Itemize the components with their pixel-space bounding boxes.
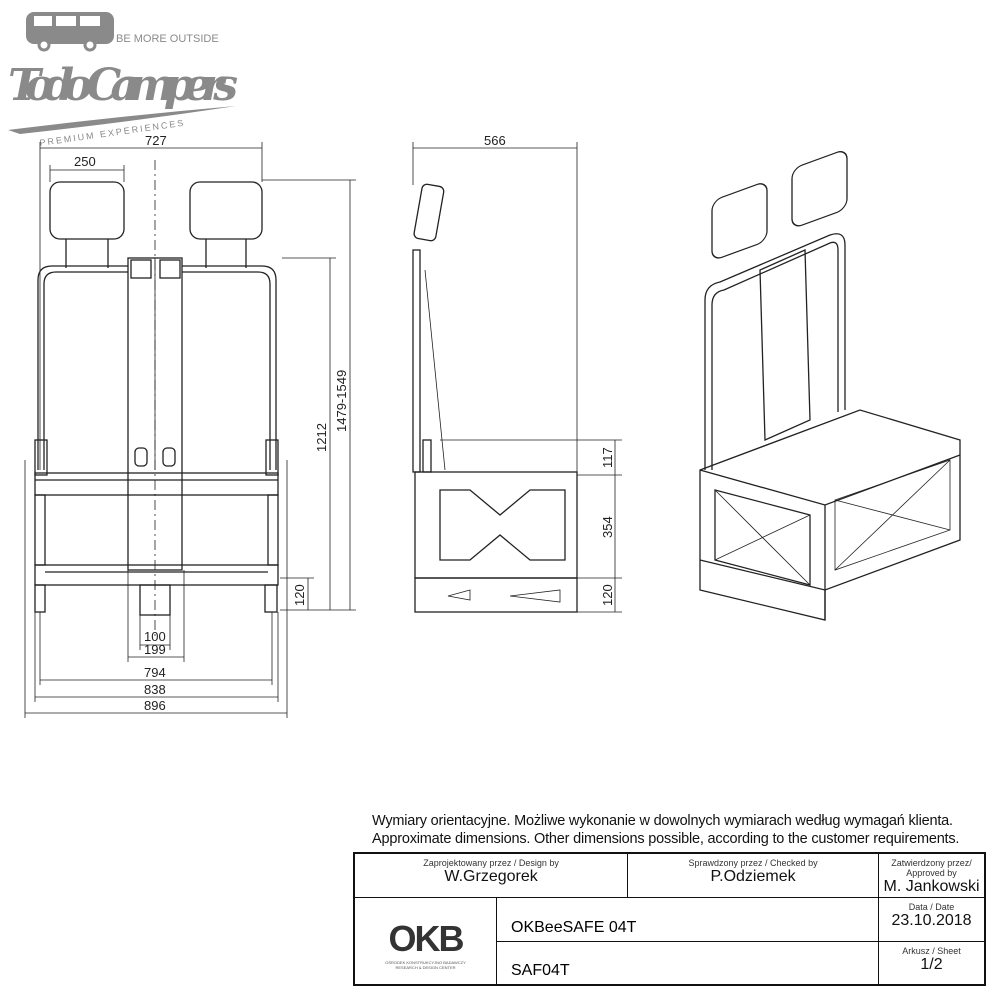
dim-727: 727 [145,133,167,148]
dim-838: 838 [144,682,166,697]
design-cell: Zaprojektowany przez / Design by W.Grzeg… [353,852,629,898]
okb-sub1: OŚRODEK KONSTRUKCYJNO BADAWCZY [385,959,466,965]
dim-794: 794 [144,665,166,680]
approved-value: M. Jankowski [883,878,980,895]
okb-logo-text: OKB [388,917,465,959]
dim-1212: 1212 [314,423,329,452]
sheet-label: Arkusz / Sheet [902,945,961,956]
title-block: Zaprojektowany przez / Design by W.Grzeg… [353,852,986,986]
dim-896: 896 [144,698,166,713]
headrest-left [49,181,125,240]
okb-logo: OKB OŚRODEK KONSTRUKCYJNO BADAWCZY RESEA… [353,896,497,986]
note-polish: Wymiary orientacyjne. Możliwe wykonanie … [372,813,953,829]
dim-117: 117 [600,447,615,468]
seat-crossbar [34,472,279,496]
dim-120-side: 120 [600,584,615,606]
date-cell: Data / Date 23.10.2018 [878,896,986,942]
design-label: Zaprojektowany przez / Design by [423,858,559,868]
checked-label: Sprawdzony przez / Checked by [688,858,818,868]
date-value: 23.10.2018 [891,911,972,929]
logo-swoosh [8,106,236,134]
front-view: 727 250 1479-1549 1212 120 100 199 794 8… [24,133,356,718]
date-label: Data / Date [908,901,955,912]
drawing-code: SAF04T [496,940,879,986]
headrest-right [189,181,263,240]
product-name: OKBeeSAFE 04T [496,896,879,942]
dim-100: 100 [144,629,166,644]
seat-box-side [414,471,578,579]
dim-199: 199 [144,642,166,657]
sheet-cell: Arkusz / Sheet 1/2 [878,940,986,986]
approved-label: Zatwierdzony przez/ Approved by [891,858,972,878]
checked-cell: Sprawdzony przez / Checked by P.Odziemek [627,852,879,898]
logo-tagline-top: BE MORE OUTSIDE [116,33,219,45]
design-value: W.Grzegorek [444,868,538,885]
sheet-value: 1/2 [920,955,943,973]
approved-cell: Zatwierdzony przez/ Approved by M. Janko… [878,852,986,898]
dim-354: 354 [600,516,615,538]
todo-campers-logo: BE MORE OUTSIDE Todo Campers PREMIUM EXP… [8,12,238,148]
dim-250: 250 [74,154,96,169]
dim-120-front: 120 [292,584,307,606]
okb-sub2: RESEARCH & DESIGN CENTER [395,964,456,970]
logo-brand: Todo Campers [8,60,238,111]
dim-566: 566 [484,133,506,148]
side-view: 566 117 354 120 [412,133,622,613]
isometric-view [699,151,961,621]
note-english: Approximate dimensions. Other dimensions… [372,831,960,847]
checked-value: P.Odziemek [710,868,796,885]
dim-total-height: 1479-1549 [334,370,349,432]
